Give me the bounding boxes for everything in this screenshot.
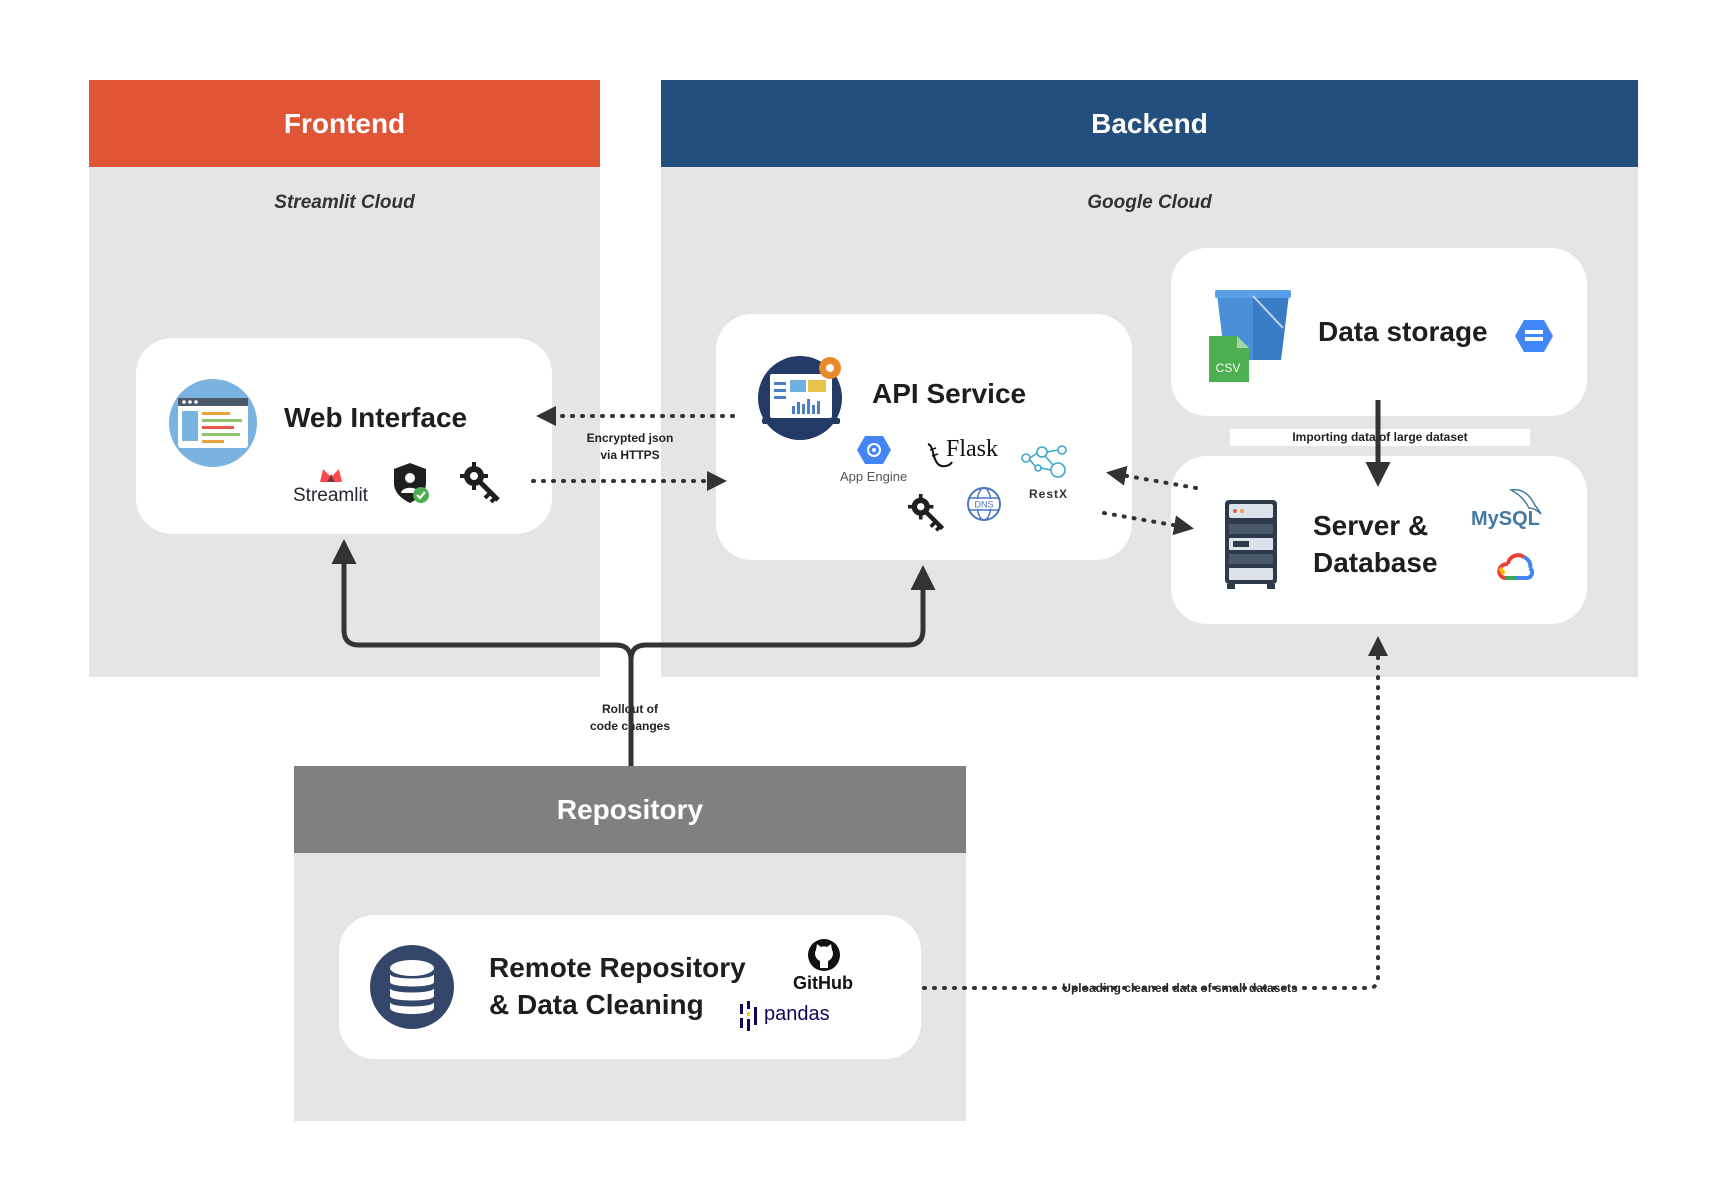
streamlit-crown-icon [320, 469, 342, 482]
dns-text: DNS [974, 500, 993, 510]
api-service-card[interactable]: API Service App Engine Flask RestX DNS [716, 314, 1132, 560]
mysql-logo-icon [1508, 488, 1542, 515]
web-interface-card[interactable]: Web Interface Streamlit [136, 338, 552, 534]
rollout-connector-api [628, 565, 936, 661]
encrypted-json-label: Encrypted json via HTTPS [570, 430, 690, 465]
remote-repository-title-line1: Remote Repository [489, 952, 746, 983]
backend-title: Backend [1091, 107, 1208, 139]
data-storage-card[interactable]: CSV Data storage [1171, 248, 1587, 416]
repository-title: Repository [556, 793, 704, 825]
api-key-icon [908, 494, 945, 532]
remote-repository-card[interactable]: Remote Repository & Data Cleaning GitHub… [339, 915, 921, 1059]
google-cloud-icon [1497, 553, 1535, 580]
restx-label: RestX [1029, 487, 1069, 501]
shield-user-icon [394, 463, 429, 503]
dns-globe-icon: DNS [967, 487, 1001, 521]
uploading-data-label: Uploading cleaned data of small datasets [1045, 980, 1315, 998]
github-icon [808, 939, 840, 971]
bucket-icon [1215, 290, 1291, 360]
api-arrow-to-db [1102, 511, 1194, 536]
rollout-connector [331, 539, 634, 766]
streamlit-logo-text: Streamlit [293, 485, 368, 506]
remote-repository-title-line2: & Data Cleaning [489, 989, 704, 1020]
app-engine-label: App Engine [840, 469, 908, 484]
data-storage-title: Data storage [1318, 316, 1488, 347]
github-label: GitHub [793, 973, 853, 993]
browser-window-icon [169, 379, 257, 467]
app-engine-icon [857, 436, 891, 464]
api-key-icon [460, 462, 500, 504]
laptop-dashboard-icon [758, 356, 842, 440]
frontend-subtitle: Streamlit Cloud [274, 192, 415, 213]
server-database-card[interactable]: Server & Database MySQL [1171, 456, 1587, 624]
repository-header: Repository [294, 766, 966, 853]
encrypted-json-line2: via HTTPS [600, 448, 660, 463]
mysql-label: MySQL [1471, 508, 1540, 530]
encrypted-json-line1: Encrypted json [586, 431, 674, 445]
restx-logo-icon [1021, 445, 1067, 478]
pandas-label: pandas [764, 1003, 830, 1025]
backend-subtitle: Google Cloud [1087, 192, 1212, 213]
frontend-title: Frontend [283, 107, 406, 139]
cloud-storage-icon [1515, 320, 1553, 352]
server-rack-icon [1225, 500, 1277, 589]
upload-connector [922, 636, 1388, 990]
flask-label: Flask [946, 436, 999, 462]
csv-text: CSV [1216, 361, 1241, 375]
server-database-title-line1: Server & [1313, 510, 1429, 541]
frontend-header: Frontend [89, 80, 600, 167]
csv-file-icon: CSV [1209, 336, 1249, 382]
flask-logo-icon [927, 443, 953, 468]
pandas-icon [740, 1001, 757, 1031]
server-database-title-line2: Database [1313, 547, 1438, 578]
backend-header: Backend [661, 80, 1638, 167]
db-arrow-to-api [1106, 465, 1198, 490]
database-icon [370, 945, 454, 1029]
web-interface-title: Web Interface [284, 402, 468, 433]
api-service-title: API Service [872, 378, 1027, 409]
